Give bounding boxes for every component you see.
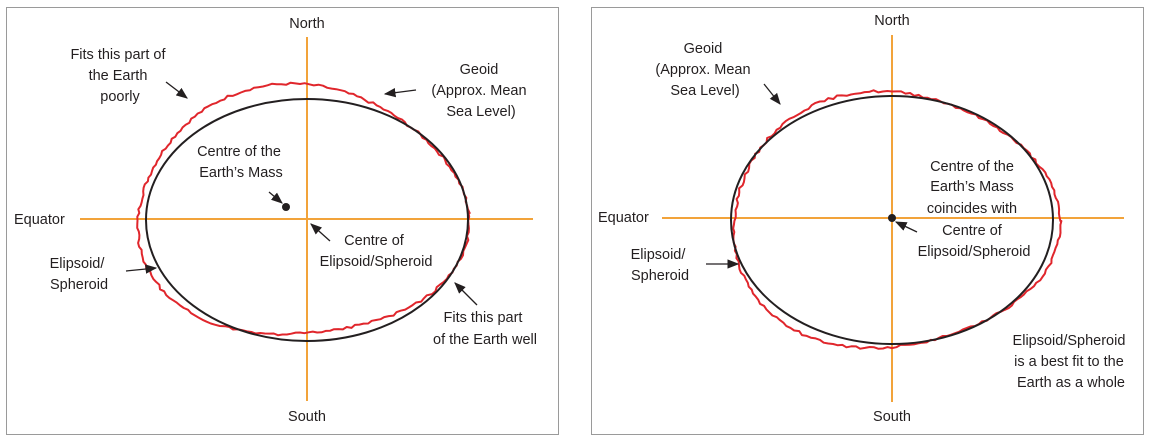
left-south-label: South <box>288 409 326 425</box>
left-equator-label: Equator <box>14 212 65 228</box>
right-ellipsoid-outline <box>730 95 1054 345</box>
left-geoid-outline <box>136 81 471 337</box>
left-geoid-label: Geoid (Approx. Mean Sea Level) <box>431 62 530 120</box>
left-ellipsoid-centre-arrow <box>310 223 331 242</box>
left-well-fit-arrow <box>454 282 478 306</box>
right-equator-label: Equator <box>598 210 649 226</box>
left-diagram-panel <box>6 7 559 435</box>
left-mass-centre-label: Centre of the Earth’s Mass <box>197 144 285 181</box>
right-north-label: North <box>874 13 909 29</box>
right-geoid-arrow <box>763 83 781 105</box>
right-geoid-label: Geoid (Approx. Mean Sea Level) <box>655 41 754 99</box>
left-ellipsoid-arrow <box>125 264 158 274</box>
right-best-fit-label: Elipsoid/Spheroid is a best fit to the E… <box>1013 333 1130 391</box>
left-poor-fit-arrow <box>165 81 188 99</box>
right-diagram-panel <box>591 7 1144 435</box>
left-north-label: North <box>289 16 324 32</box>
right-coincides-label: Centre of the Earth’s Mass coincides wit… <box>918 159 1031 260</box>
left-ellipsoid-label: Elipsoid/ Spheroid <box>50 256 109 293</box>
left-ellipsoid-outline <box>145 98 469 342</box>
right-geoid-outline <box>732 89 1063 350</box>
left-poor-fit-label: Fits this part of the Earth poorly <box>70 47 169 105</box>
right-south-label: South <box>873 409 911 425</box>
left-ellipsoid-centre-label: Centre of Elipsoid/Spheroid <box>320 233 433 270</box>
right-centre-arrow <box>894 221 918 233</box>
left-earth-mass-centre-dot <box>282 203 290 211</box>
right-ellipsoid-label: Elipsoid/ Spheroid <box>631 247 690 284</box>
left-well-fit-label: Fits this part of the Earth well <box>433 310 537 348</box>
left-geoid-arrow <box>383 88 417 98</box>
left-mass-centre-arrow <box>268 191 283 204</box>
right-common-centre-dot <box>888 214 896 222</box>
